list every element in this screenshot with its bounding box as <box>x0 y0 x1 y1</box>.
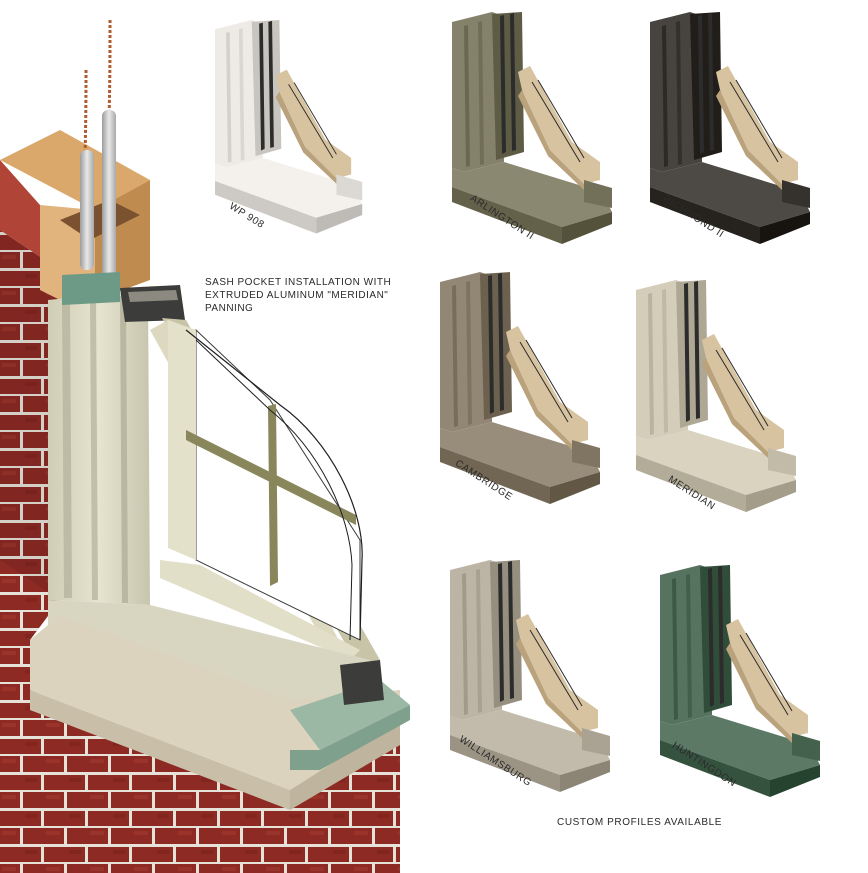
profile-thumbnail-arlington-ii <box>452 12 612 244</box>
profile-thumbnails <box>215 12 820 797</box>
window-sash <box>150 318 380 690</box>
profile-thumbnail-richmond-ii <box>650 12 810 244</box>
installation-callout-line-2: EXTRUDED ALUMINUM "MERIDIAN" <box>205 290 389 301</box>
installation-callout-line-1: SASH POCKET INSTALLATION WITH <box>205 277 392 288</box>
meridian-panning <box>48 272 185 605</box>
installation-callout: SASH POCKET INSTALLATION WITH EXTRUDED A… <box>205 276 391 315</box>
profile-thumbnail-williamsburg <box>450 560 610 792</box>
profile-thumbnail-cambridge <box>440 272 600 504</box>
sill-and-stool <box>30 600 410 810</box>
profile-thumbnail-wp-908 <box>215 20 363 234</box>
profile-thumbnail-meridian <box>636 280 796 512</box>
installation-callout-line-3: PANNING <box>205 303 254 314</box>
custom-profiles-note: CUSTOM PROFILES AVAILABLE <box>557 817 723 828</box>
profile-thumbnail-huntingdon <box>660 565 820 797</box>
sash-weight-cables <box>80 19 116 280</box>
